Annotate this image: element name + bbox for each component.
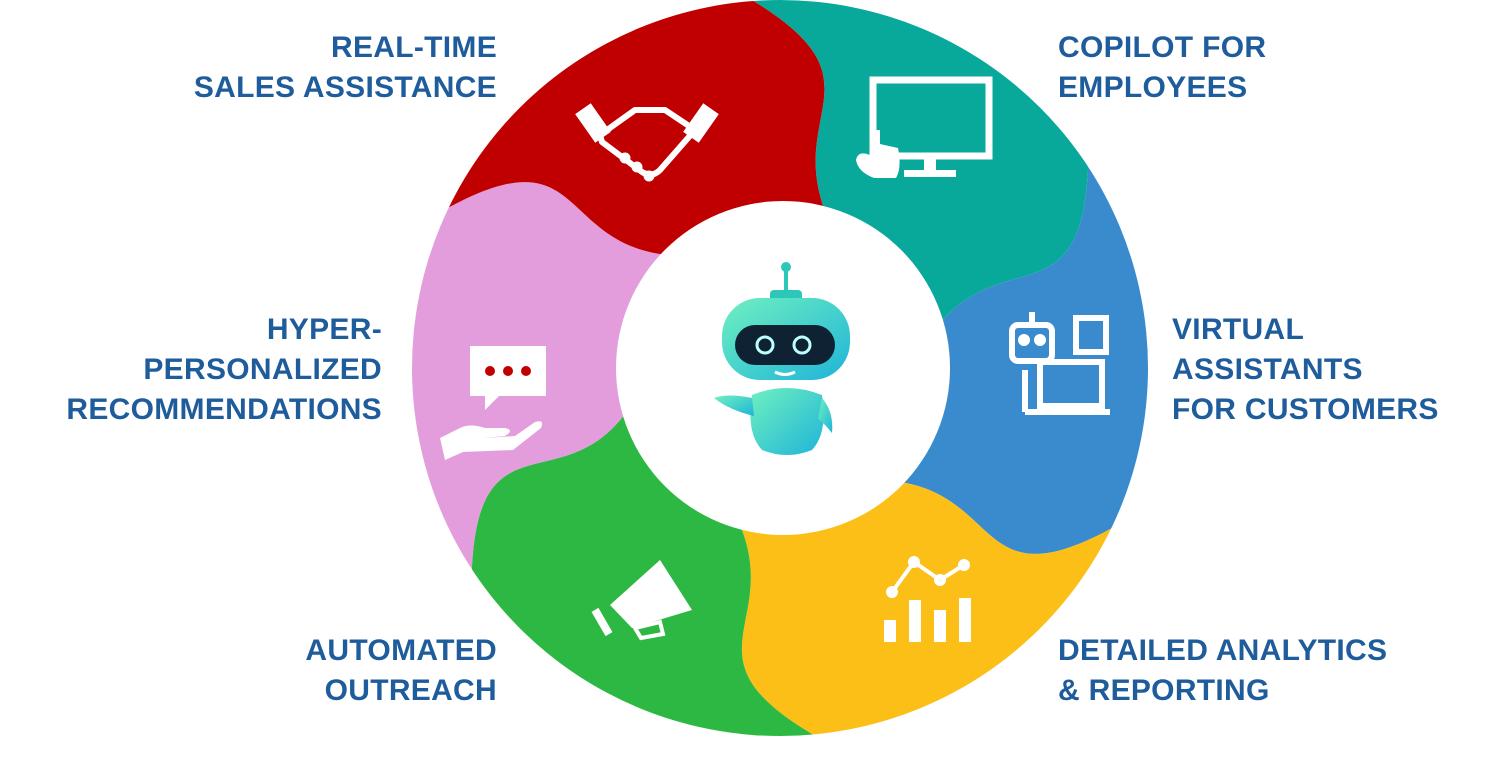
label-line: RECOMMENDATIONS xyxy=(66,393,382,426)
label-line: COPILOT FOR xyxy=(1058,31,1267,64)
label-line: SALES ASSISTANCE xyxy=(193,71,497,104)
analytics-chart-icon xyxy=(884,556,971,642)
label-line: REAL-TIME xyxy=(330,31,497,64)
label-line: DETAILED ANALYTICS xyxy=(1058,634,1388,667)
label-line: AUTOMATED xyxy=(305,634,497,667)
segment-outreach xyxy=(412,182,696,577)
label-detailed-analytics: DETAILED ANALYTICS & REPORTING xyxy=(1058,631,1387,711)
handshake-icon xyxy=(575,103,719,182)
hand-chat-icon xyxy=(440,346,546,460)
segment-recommend xyxy=(442,0,840,257)
label-line: HYPER- xyxy=(266,313,382,346)
label-real-time-sales-assistance: REAL-TIME SALES ASSISTANCE xyxy=(194,28,497,108)
label-hyper-personalized: HYPER- PERSONALIZED RECOMMENDATIONS xyxy=(66,310,382,430)
segment-virtual xyxy=(725,479,1118,736)
megaphone-icon xyxy=(591,560,692,641)
touchscreen-monitor-icon xyxy=(856,76,993,178)
label-automated-outreach: AUTOMATED OUTREACH xyxy=(305,631,497,711)
robot-icon xyxy=(714,262,850,455)
label-line: EMPLOYEES xyxy=(1058,71,1248,104)
label-line: PERSONALIZED xyxy=(143,353,382,386)
label-copilot-for-employees: COPILOT FOR EMPLOYEES xyxy=(1058,28,1266,108)
label-line: ASSISTANTS xyxy=(1172,353,1363,386)
label-line: & REPORTING xyxy=(1058,674,1270,707)
label-line: OUTREACH xyxy=(324,674,497,707)
label-virtual-assistants: VIRTUAL ASSISTANTS FOR CUSTOMERS xyxy=(1172,310,1439,430)
label-line: FOR CUSTOMERS xyxy=(1172,393,1439,426)
label-line: VIRTUAL xyxy=(1172,313,1305,346)
segment-analytics xyxy=(471,387,819,736)
segment-copilot xyxy=(864,159,1148,554)
robot-laptop-icon xyxy=(1009,312,1110,415)
